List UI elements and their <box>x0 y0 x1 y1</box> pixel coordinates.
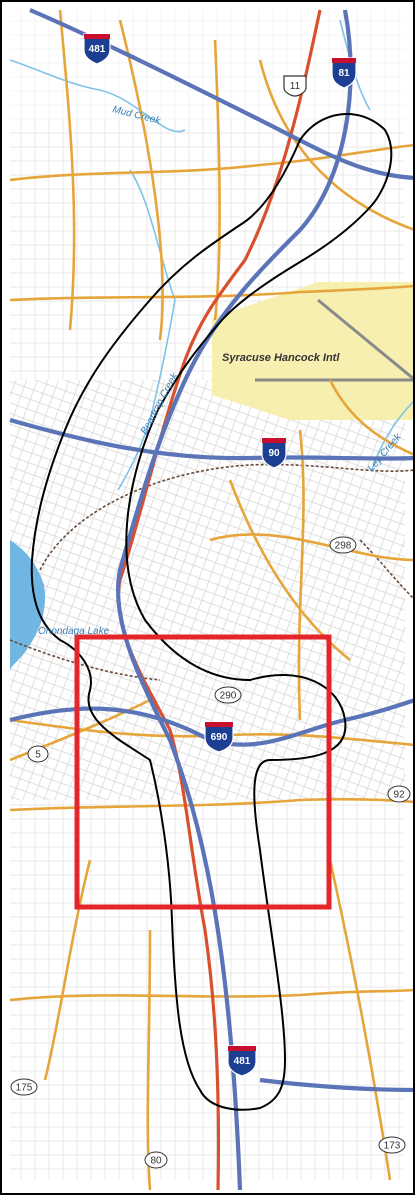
shield-r92: 92 <box>387 785 411 803</box>
shield-number: 481 <box>89 44 106 55</box>
shield-number: 92 <box>393 790 405 801</box>
label-airport: Syracuse Hancock Intl <box>222 352 340 364</box>
shield-r175: 175 <box>10 1078 38 1096</box>
shield-r173: 173 <box>378 1136 406 1154</box>
airport-area <box>212 282 415 420</box>
onondaga-lake <box>10 540 46 670</box>
focus-area-box <box>74 634 332 910</box>
shield-number: 481 <box>234 1056 251 1067</box>
shield-number: 690 <box>211 732 228 743</box>
shield-i690: 690 <box>204 721 234 753</box>
shield-r298: 298 <box>329 536 357 554</box>
shield-i90: 90 <box>261 437 287 469</box>
shield-number: 90 <box>268 448 280 459</box>
shield-number: 290 <box>220 691 237 702</box>
shield-number: 81 <box>338 68 350 79</box>
shield-number: 298 <box>335 541 352 552</box>
local-streets <box>10 10 405 1180</box>
shield-number: 173 <box>384 1141 401 1152</box>
shield-r5: 5 <box>27 745 49 763</box>
shield-number: 11 <box>290 81 301 92</box>
label-onondaga-lake: Onondaga Lake <box>38 626 110 637</box>
shield-r80: 80 <box>144 1151 168 1169</box>
shield-i481-north: 481 <box>83 33 111 65</box>
shield-number: 175 <box>16 1083 33 1094</box>
shield-number: 80 <box>150 1156 162 1167</box>
shield-i481-south: 481 <box>227 1045 257 1077</box>
shield-us11: 11 <box>283 75 307 97</box>
study-area-outline <box>30 113 393 1111</box>
shield-r290: 290 <box>214 686 242 704</box>
shield-i81: 81 <box>331 57 357 89</box>
railroads <box>9 463 415 681</box>
shield-number: 5 <box>35 750 41 761</box>
